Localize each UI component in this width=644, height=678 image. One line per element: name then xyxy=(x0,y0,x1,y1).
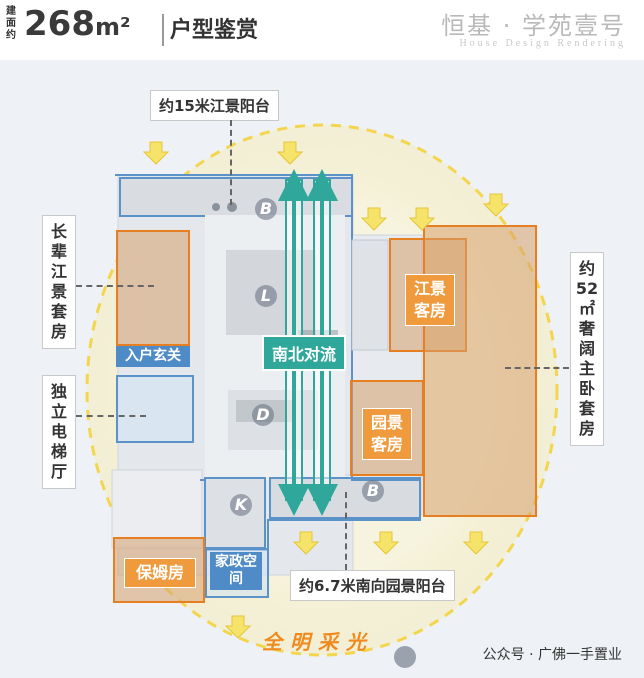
living-room-letter: L xyxy=(255,285,277,307)
master-suite-leader xyxy=(505,367,569,369)
elder-suite-room xyxy=(116,230,190,346)
garden-guest-badge: 园景客房 xyxy=(362,408,412,460)
elevator-hall-room xyxy=(116,375,194,443)
master-suite-callout: 约52㎡奢阔主卧套房 xyxy=(570,252,604,446)
elder-suite-leader xyxy=(76,285,154,287)
garden-guest-label: 园景客房 xyxy=(370,413,403,454)
dining-room-letter: D xyxy=(252,404,274,426)
brand-subtitle: House Design Rendering xyxy=(459,38,626,49)
north-balcony-callout: 约15米江景阳台 xyxy=(150,90,279,121)
page-title: 户型鉴赏 xyxy=(170,18,259,43)
north-balcony-leader xyxy=(230,120,232,205)
entrance-badge: 入户玄关 xyxy=(116,346,190,367)
area-unit: m² xyxy=(94,13,131,41)
header-bar: 建面约 268m² 户型鉴赏 恒基 · 学苑壹号 House Design Re… xyxy=(0,0,644,60)
north-balcony-letter: B xyxy=(255,198,277,220)
housekeeping-badge: 家政空间 xyxy=(210,552,262,590)
south-balcony-letter: B xyxy=(362,480,384,502)
master-suite-room xyxy=(423,225,537,517)
area-value: 268m² xyxy=(24,4,131,44)
wechat-icon xyxy=(394,646,416,668)
all-bright-label: 全明采光 xyxy=(262,630,374,654)
south-balcony-leader xyxy=(345,492,347,570)
header-divider xyxy=(162,14,164,46)
brand-name: 恒基 · 学苑壹号 xyxy=(441,12,626,40)
river-guest-badge: 江景客房 xyxy=(405,274,455,326)
floorplan-stage: 入户玄关 江景客房 园景客房 保姆房 家政空间 L D K B B 南北对流 xyxy=(0,60,644,678)
elevator-hall-leader xyxy=(76,415,146,417)
nanny-badge: 保姆房 xyxy=(124,558,196,588)
kitchen-letter: K xyxy=(230,494,252,516)
elevator-hall-callout: 独立电梯厅 xyxy=(42,375,76,489)
airflow-label: 南北对流 xyxy=(262,335,347,371)
watermark-text: 公众号 · 广佛一手置业 xyxy=(482,647,622,663)
south-balcony-callout: 约6.7米南向园景阳台 xyxy=(290,570,455,601)
area-caption: 建面约 xyxy=(6,6,16,41)
area-number: 268 xyxy=(24,4,95,44)
elder-suite-callout: 长辈江景套房 xyxy=(42,215,76,349)
housekeeping-label: 家政空间 xyxy=(215,554,257,587)
river-guest-label: 江景客房 xyxy=(413,279,446,320)
sun-arrows xyxy=(142,141,510,639)
